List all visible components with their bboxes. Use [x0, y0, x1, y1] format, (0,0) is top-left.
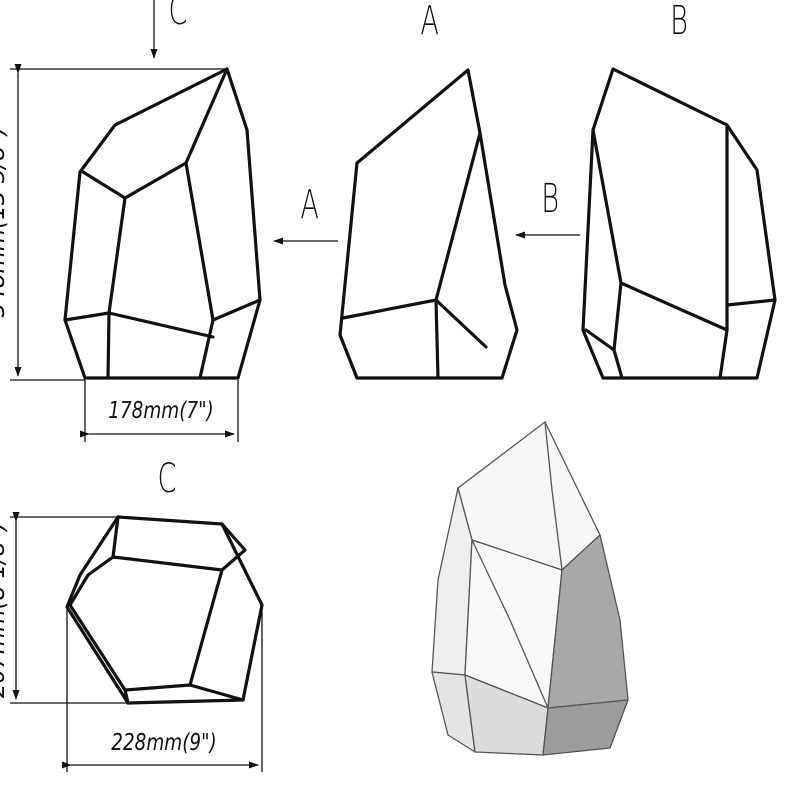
view-c-facet-edge	[123, 688, 130, 705]
view-c-outline	[65, 515, 264, 705]
render-bottom-right-facet	[542, 699, 629, 756]
crystal-3d-render	[431, 421, 629, 756]
view-a-title: A	[420, 0, 439, 45]
top-width-dimension: 228mm(9")	[62, 605, 263, 772]
arrow-a-label: A	[300, 182, 319, 229]
front-view-facet-edge	[106, 311, 111, 380]
view-c-facet-edge	[111, 515, 120, 559]
view-a: A	[338, 0, 519, 380]
width-dimension: 178mm(7")	[80, 380, 239, 442]
view-b-facet-edge	[725, 298, 777, 307]
view-arrow-b: B	[515, 176, 580, 239]
depth-dimension: 207mm(8 1/8")	[0, 512, 128, 704]
front-view-outline	[63, 67, 262, 380]
view-b-facet-edge	[612, 348, 624, 380]
render-highlight-edge	[471, 539, 549, 709]
height-dimension-label: 348mm(13 3/8")	[0, 127, 10, 318]
view-arrow-a: A	[273, 182, 338, 245]
front-view-facet-edge	[81, 67, 229, 200]
arrow-c-label: C	[168, 0, 187, 35]
view-a-facet-edge	[434, 298, 488, 349]
view-b-outline	[581, 67, 777, 380]
view-c-facet-edge	[188, 683, 245, 702]
front-view-facet-edge	[107, 311, 215, 339]
view-arrow-c: C	[150, 0, 187, 59]
view-c-facet-edge	[220, 522, 247, 572]
top-width-dimension-label: 228mm(9")	[111, 729, 216, 756]
front-view-facet-edge	[198, 318, 215, 380]
arrow-b-label: B	[541, 176, 559, 223]
view-c: C	[65, 456, 264, 705]
width-dimension-label: 178mm(7")	[108, 397, 213, 424]
view-b-facet-edge	[718, 328, 729, 380]
view-b-facet-edge	[591, 123, 729, 332]
view-a-facet-edge	[434, 298, 440, 380]
view-a-outline	[338, 68, 519, 380]
view-c-title: C	[157, 456, 176, 503]
height-dimension: 348mm(13 3/8")	[0, 64, 227, 381]
view-b: B	[581, 0, 777, 380]
view-b-title: B	[670, 0, 688, 45]
front-view	[63, 67, 262, 380]
render-highlight-edge	[544, 421, 563, 571]
depth-dimension-label: 207mm(8 1/8")	[0, 522, 10, 698]
